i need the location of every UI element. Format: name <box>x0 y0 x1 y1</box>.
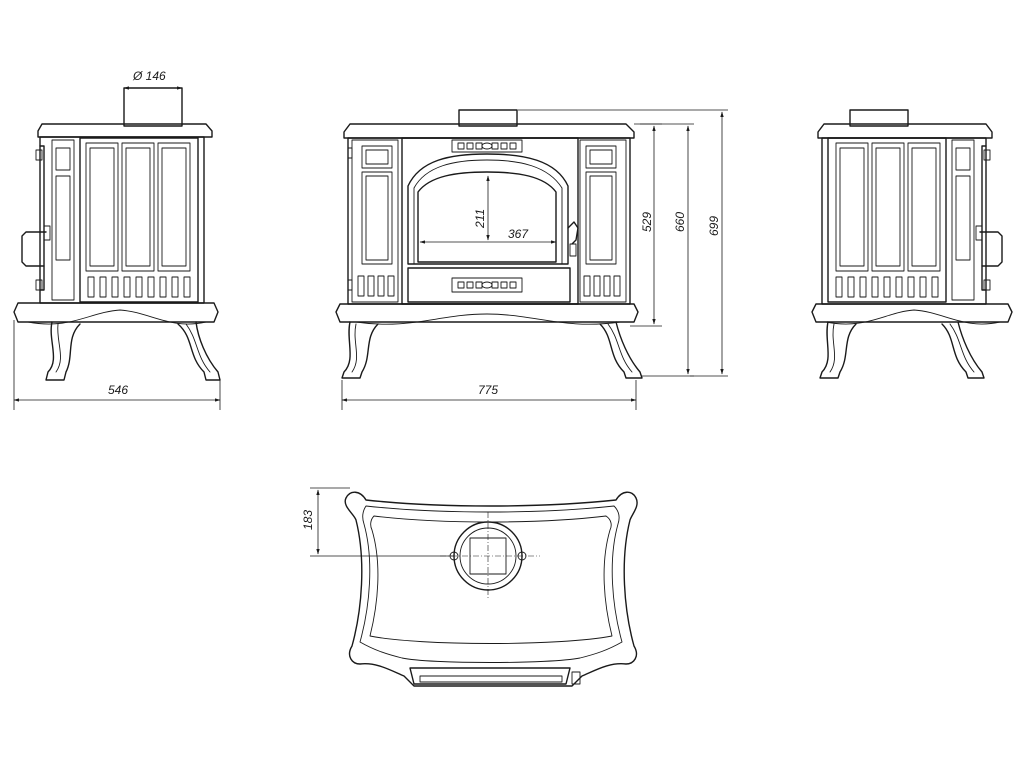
window-width-label: 367 <box>508 227 529 241</box>
front-view <box>335 109 643 379</box>
flue-offset-label: 183 <box>301 510 315 530</box>
dimension-flue-offset: 183 <box>301 487 454 557</box>
bottom-vent-slots <box>457 281 517 289</box>
front-width-label: 775 <box>478 383 498 397</box>
louvre-slots <box>87 276 191 298</box>
side-depth-label: 546 <box>108 383 128 397</box>
height-total-label: 699 <box>707 216 721 236</box>
right-side-view <box>811 109 1013 379</box>
dimension-side-depth: 546 <box>13 320 221 410</box>
top-vent-slots <box>457 142 517 150</box>
dimension-window-width: 367 <box>419 227 557 244</box>
dimension-height-top: 529 <box>630 123 662 327</box>
right-louvres <box>835 276 939 298</box>
height-top-label: 529 <box>640 212 654 232</box>
top-view <box>344 491 638 687</box>
left-side-view <box>13 87 221 381</box>
window-height-label: 211 <box>473 209 487 229</box>
dimension-height-total: 699 <box>518 109 728 377</box>
height-body-label: 660 <box>673 212 687 232</box>
front-louvres <box>357 275 621 297</box>
dimension-flue-diameter: Ø 146 <box>123 69 183 110</box>
flue-diameter-label: Ø 146 <box>132 69 166 83</box>
dimension-window-height: 211 <box>473 175 490 241</box>
dimension-front-width: 775 <box>341 380 637 410</box>
dimension-height-body: 660 <box>640 123 694 377</box>
